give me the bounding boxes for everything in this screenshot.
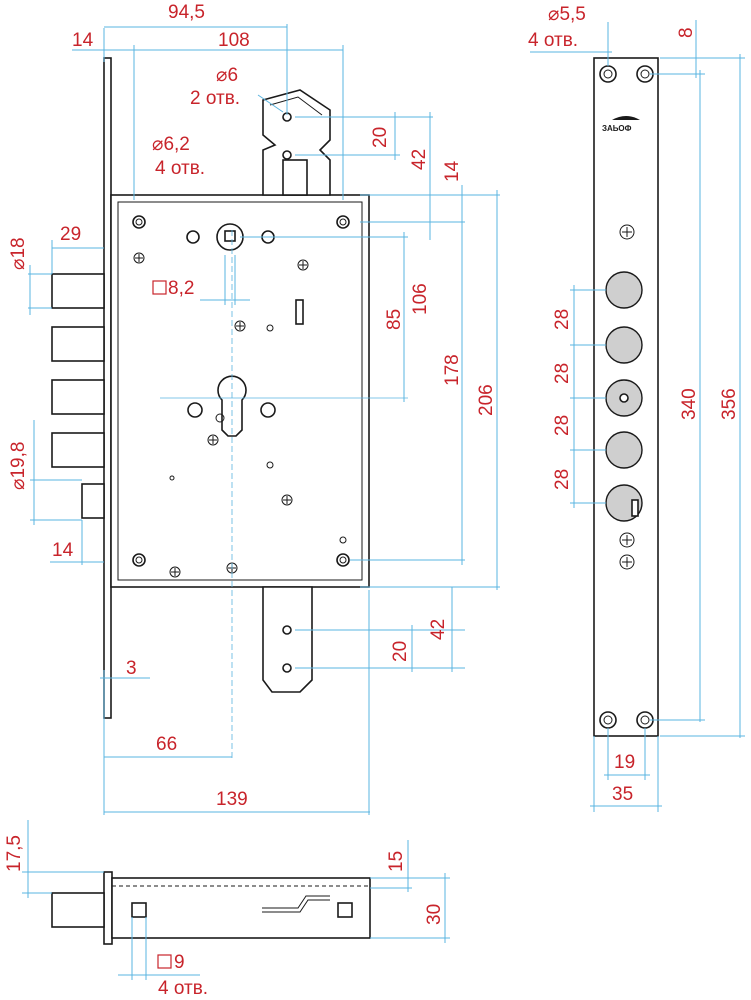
dim-30: 30 bbox=[424, 904, 445, 925]
top-bolt-extension bbox=[262, 89, 331, 196]
brand-logo: ЗАЬОФ bbox=[602, 124, 632, 133]
pitch-28-1: 28 bbox=[552, 309, 573, 330]
pitch-28-3: 28 bbox=[552, 415, 573, 436]
dim-14-left: 14 bbox=[52, 540, 74, 561]
front-view: 94,5 14 108 ⌀6 2 отв. ⌀6,2 4 отв. 20 42 … bbox=[8, 2, 500, 815]
dim-106: 106 bbox=[410, 283, 431, 315]
dim-35: 35 bbox=[612, 784, 633, 805]
bolt-3 bbox=[51, 379, 105, 415]
bolt-1 bbox=[51, 273, 105, 309]
square-9-symbol bbox=[157, 954, 172, 969]
top-view-dimensions bbox=[22, 820, 450, 980]
square-9: 9 bbox=[174, 952, 185, 973]
spindle-square bbox=[224, 230, 236, 242]
dim-139: 139 bbox=[216, 789, 248, 810]
hole-6-count: 2 отв. bbox=[190, 88, 240, 109]
pitch-28-4: 28 bbox=[552, 469, 573, 490]
dim-8: 8 bbox=[676, 27, 697, 38]
strip-dimensions bbox=[530, 20, 745, 812]
dim-356: 356 bbox=[719, 388, 740, 420]
top-view-faceplate bbox=[103, 871, 113, 945]
strike-plate-view: ЗАЬОФ bbox=[528, 4, 745, 812]
hole-6-2-label: ⌀6,2 bbox=[152, 134, 190, 155]
front-dimensions bbox=[28, 24, 500, 815]
dim-29: 29 bbox=[60, 224, 81, 245]
hole-5-5-count: 4 отв. bbox=[528, 30, 578, 51]
square-8-2-symbol bbox=[152, 280, 167, 295]
top-view: 17,5 15 30 9 4 отв. bbox=[4, 820, 450, 999]
dim-18: ⌀18 bbox=[8, 237, 29, 270]
pitch-28-2: 28 bbox=[552, 363, 573, 384]
square-8-2: 8,2 bbox=[168, 278, 194, 299]
dim-85: 85 bbox=[384, 309, 405, 330]
bolt-holes bbox=[605, 271, 643, 522]
dim-19: 19 bbox=[614, 752, 635, 773]
square-9-count: 4 отв. bbox=[158, 978, 208, 999]
dim-108: 108 bbox=[218, 30, 250, 51]
bolt-4 bbox=[51, 432, 105, 468]
lock-body-inner bbox=[117, 201, 363, 581]
dim-20-top: 20 bbox=[370, 127, 391, 148]
dim-15: 15 bbox=[386, 851, 407, 872]
top-view-bolt bbox=[51, 892, 105, 928]
dim-14-top: 14 bbox=[72, 30, 94, 51]
latch-bolts bbox=[51, 273, 105, 519]
dim-20-bottom: 20 bbox=[390, 641, 411, 662]
dim-178: 178 bbox=[442, 354, 463, 386]
dim-3: 3 bbox=[126, 658, 137, 679]
hole-6-2-count: 4 отв. bbox=[155, 158, 205, 179]
latch-bolt bbox=[81, 483, 105, 519]
mount-holes bbox=[132, 215, 350, 567]
top-view-body bbox=[111, 877, 371, 939]
dim-42-bottom: 42 bbox=[428, 619, 449, 640]
dim-14-right: 14 bbox=[442, 160, 463, 182]
bottom-bolt-extension bbox=[262, 586, 313, 693]
dim-66: 66 bbox=[156, 734, 177, 755]
dim-19-8: ⌀19,8 bbox=[8, 442, 29, 490]
dim-206: 206 bbox=[476, 384, 497, 416]
hole-6-label: ⌀6 bbox=[216, 65, 238, 86]
dim-17-5: 17,5 bbox=[4, 835, 25, 872]
dim-94-5: 94,5 bbox=[168, 2, 205, 23]
dim-42-top: 42 bbox=[409, 149, 430, 170]
dim-340: 340 bbox=[679, 388, 700, 420]
bolt-2 bbox=[51, 326, 105, 362]
hole-5-5-label: ⌀5,5 bbox=[548, 4, 586, 25]
faceplate bbox=[103, 57, 112, 719]
